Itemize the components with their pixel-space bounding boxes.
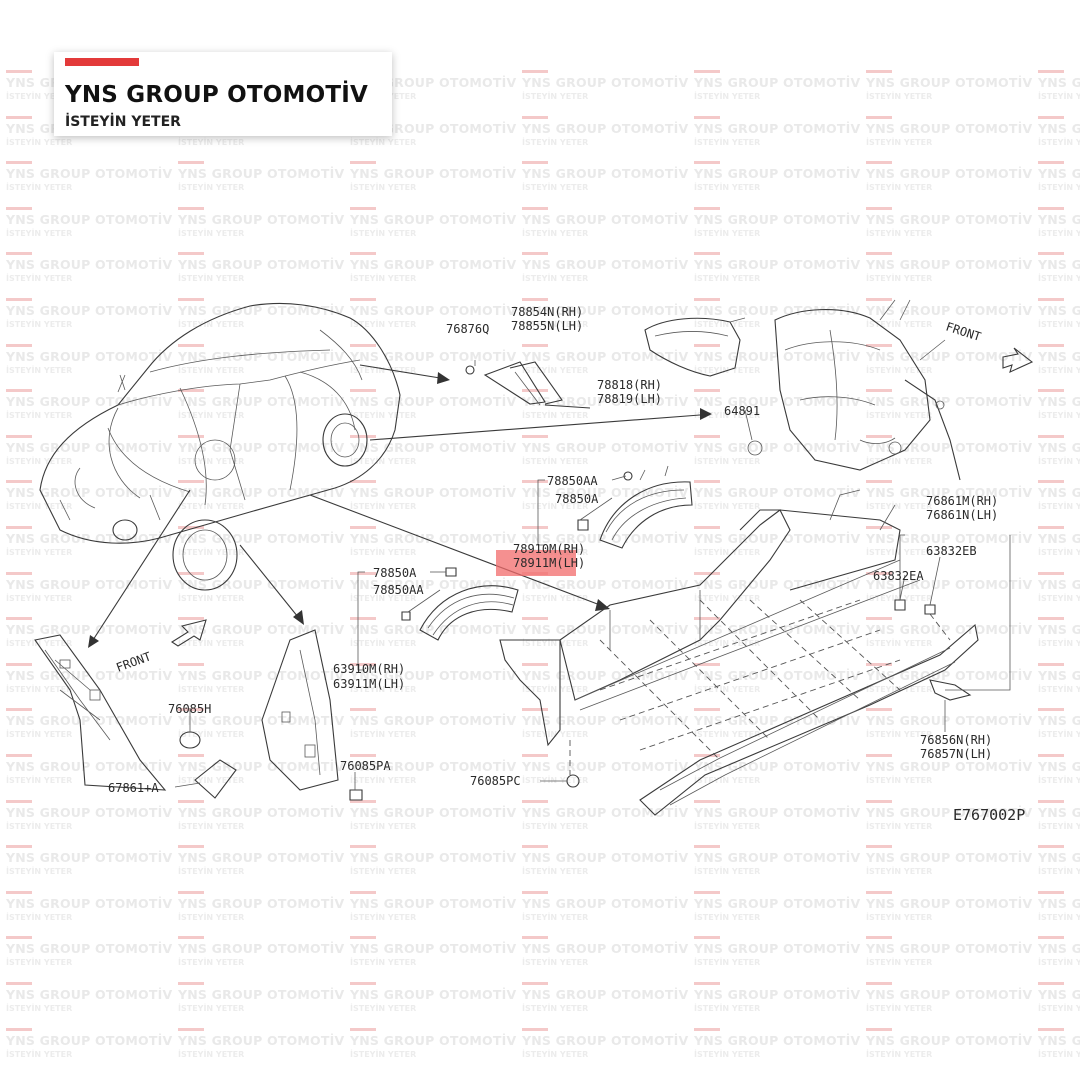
car-overview-drawing (39, 302, 401, 591)
label-76876q: 76876Q (446, 322, 489, 336)
b-pillar-lower-panel (261, 629, 363, 801)
label-76861m: 76861M(RH) (926, 494, 998, 508)
front-arrow-left (170, 619, 207, 647)
label-63832eb: 63832EB (926, 544, 977, 558)
label-front-top: FRONT (944, 320, 983, 344)
brand-accent-bar (65, 58, 139, 66)
label-brackets (174, 360, 1011, 790)
rear-wheel-arch-liner (577, 465, 693, 549)
door-trim-part (465, 361, 563, 406)
label-78854n: 78854N(RH) (511, 305, 583, 319)
label-78819: 78819(LH) (597, 392, 662, 406)
part-highlight (496, 550, 576, 576)
label-76085pa: 76085PA (340, 759, 391, 773)
label-76085h: 76085H (168, 702, 211, 716)
brand-slogan: İSTEYİN YETER (65, 114, 181, 130)
label-78911m: 78911M(LH) (513, 556, 585, 570)
installation-guide-lines (569, 599, 951, 775)
label-78818: 78818(RH) (597, 378, 662, 392)
front-arrow-right (1002, 347, 1034, 373)
front-wheel-arch-liner (401, 567, 519, 641)
brand-name: YNS GROUP OTOMOTİV (65, 82, 369, 108)
label-78910m: 78910M(RH) (513, 542, 585, 556)
label-76085pc: 76085PC (470, 774, 521, 788)
part-number-labels: 76876Q 78854N(RH) 78855N(LH) 78818(RH) 7… (108, 305, 1025, 824)
side-sill-assembly (499, 489, 979, 816)
label-76856n: 76856N(RH) (920, 733, 992, 747)
label-67861a: 67861+A (108, 781, 159, 795)
brand-card: YNS GROUP OTOMOTİV İSTEYİN YETER (54, 52, 392, 136)
label-63832ea: 63832EA (873, 569, 924, 583)
label-78855n: 78855N(LH) (511, 319, 583, 333)
leader-arrows (88, 364, 712, 648)
label-78850aa-mid: 78850AA (373, 583, 424, 597)
label-78850a-top: 78850A (555, 492, 599, 506)
label-front-left: FRONT (114, 649, 153, 675)
diagram-code: E767002P (953, 806, 1025, 824)
label-78850a-mid: 78850A (373, 566, 417, 580)
fender-cover-part (644, 317, 746, 377)
label-64891: 64891 (724, 404, 760, 418)
label-78850aa-top: 78850AA (547, 474, 598, 488)
label-63911m: 63911M(LH) (333, 677, 405, 691)
interior-floor-view (747, 299, 961, 481)
label-76857n: 76857N(LH) (920, 747, 992, 761)
label-76861n: 76861N(LH) (926, 508, 998, 522)
label-63910m: 63910M(RH) (333, 662, 405, 676)
